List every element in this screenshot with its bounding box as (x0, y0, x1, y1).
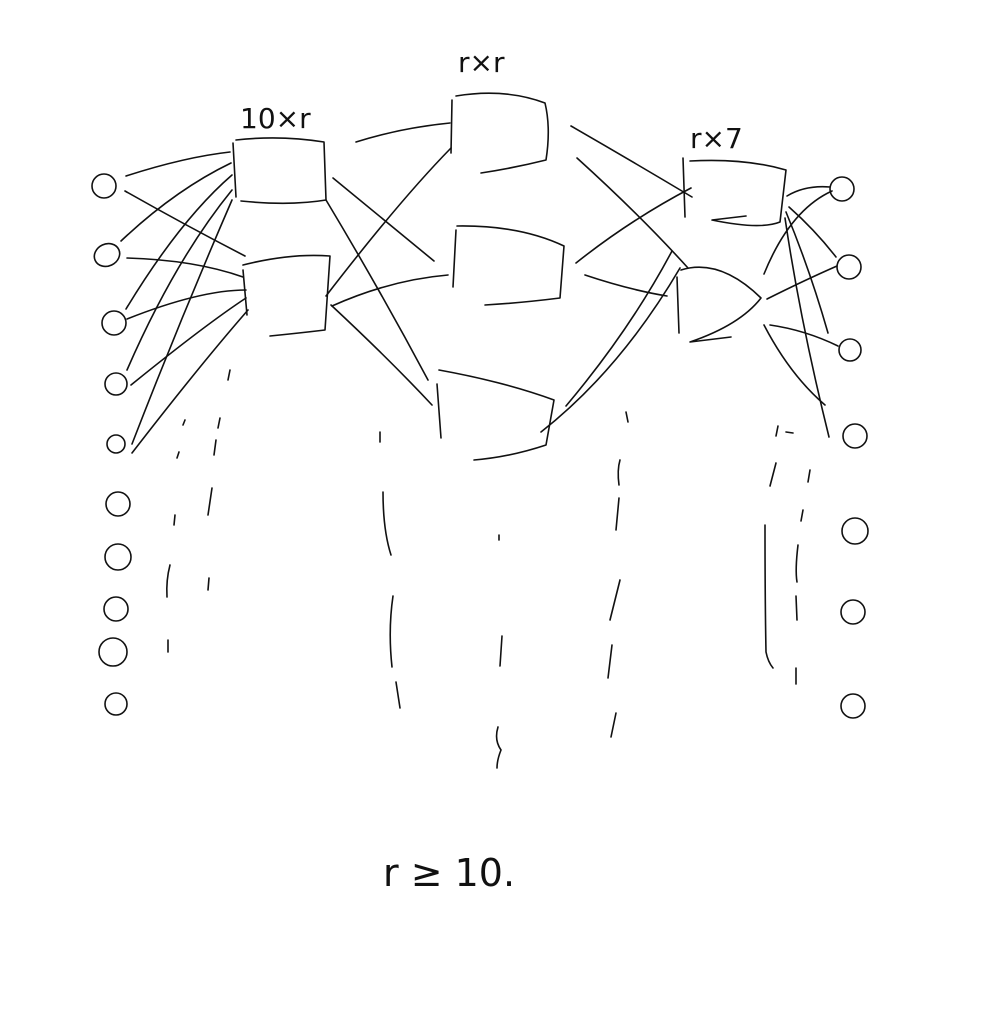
ellipsis-stroke (800, 509, 804, 522)
constraint-label: r ≥ 10. (383, 851, 515, 895)
layer-1-unit (232, 137, 327, 205)
edge (769, 324, 839, 347)
ellipsis-stroke (764, 524, 774, 669)
ellipsis-stroke (769, 462, 777, 487)
ellipsis-stroke (607, 644, 613, 679)
layer-2-units (436, 92, 565, 461)
layer-2-unit (450, 92, 550, 174)
edge (570, 125, 693, 198)
edge (540, 267, 681, 433)
output-node (841, 517, 869, 545)
ellipsis-stroke (213, 439, 217, 456)
edge (126, 289, 247, 320)
edge (332, 177, 435, 262)
ellipsis-stroke (610, 712, 617, 738)
output-node (836, 254, 862, 280)
edge (763, 190, 833, 275)
ellipsis-stroke (495, 726, 502, 769)
input-edges (120, 151, 249, 454)
edge (330, 304, 433, 406)
ellipsis-stroke (785, 431, 794, 434)
input-node (106, 434, 126, 454)
edge (784, 217, 830, 438)
input-node (105, 491, 131, 517)
edge (576, 157, 689, 269)
layer-2-unit (452, 225, 565, 306)
ellipsis-stroke (207, 487, 213, 516)
edge (355, 122, 451, 143)
output-node (842, 423, 868, 449)
output-node (840, 599, 866, 625)
ellipsis-stroke (609, 579, 621, 621)
ellipsis-stroke (182, 419, 186, 426)
ellipsis-stroke (176, 451, 180, 459)
ellipsis-stroke (227, 369, 231, 381)
ellipsis-stroke (173, 514, 176, 526)
ellipsis-stroke (389, 595, 394, 668)
input-nodes (91, 173, 132, 716)
input-node (101, 310, 127, 336)
ellipsis-stroke (382, 491, 392, 556)
layer-1-unit (242, 254, 331, 337)
left-matrix-label: 10×r (240, 102, 311, 135)
edge (125, 174, 233, 310)
output-edges (763, 185, 839, 438)
edge (788, 206, 837, 258)
layer-2-unit (436, 369, 555, 461)
output-node (840, 693, 866, 719)
edge (126, 257, 244, 278)
edge (120, 162, 232, 242)
edge (131, 309, 249, 454)
output-nodes (829, 176, 869, 719)
ellipsis-stroke (395, 681, 401, 709)
ellipsis-stroke (166, 564, 171, 598)
edge (131, 199, 233, 445)
ellipsis-stroke (217, 417, 221, 429)
edge (331, 274, 449, 307)
input-node (91, 173, 117, 199)
ellipsis-stroke (795, 595, 798, 621)
edge (565, 250, 673, 407)
edge (575, 187, 692, 264)
output-node (838, 338, 862, 362)
input-node (103, 596, 129, 622)
output-node (829, 176, 855, 202)
edge (763, 324, 826, 406)
input-node (104, 692, 128, 716)
ellipsis-stroke (615, 497, 620, 531)
ellipsis-stroke (625, 411, 629, 423)
edge (125, 151, 231, 177)
hidden-edges-1 (325, 122, 452, 406)
edge (325, 147, 452, 297)
ellipsis-stroke (795, 544, 799, 583)
ellipsis-stroke (207, 577, 210, 591)
edge (325, 199, 429, 381)
input-node (104, 543, 132, 571)
edge (766, 265, 838, 300)
ellipsis-stroke (617, 459, 621, 486)
middle-matrix-label: r×r (458, 46, 505, 79)
layer-3-units (676, 157, 787, 343)
input-node (93, 242, 121, 268)
layer-3-unit (682, 157, 787, 227)
hidden-edges-2 (540, 125, 693, 433)
ellipsis-stroke (499, 635, 503, 667)
edge (130, 297, 247, 386)
edge (126, 189, 233, 371)
edge (786, 185, 831, 197)
ellipsis-strokes (166, 369, 811, 769)
layer-3-unit (676, 266, 762, 343)
ellipsis-stroke (775, 425, 779, 437)
input-node (98, 637, 128, 667)
right-matrix-label: r×7 (690, 122, 743, 155)
input-node (104, 372, 128, 396)
ellipsis-stroke (807, 469, 811, 483)
edge (584, 274, 668, 297)
layer-1-units (232, 137, 331, 337)
